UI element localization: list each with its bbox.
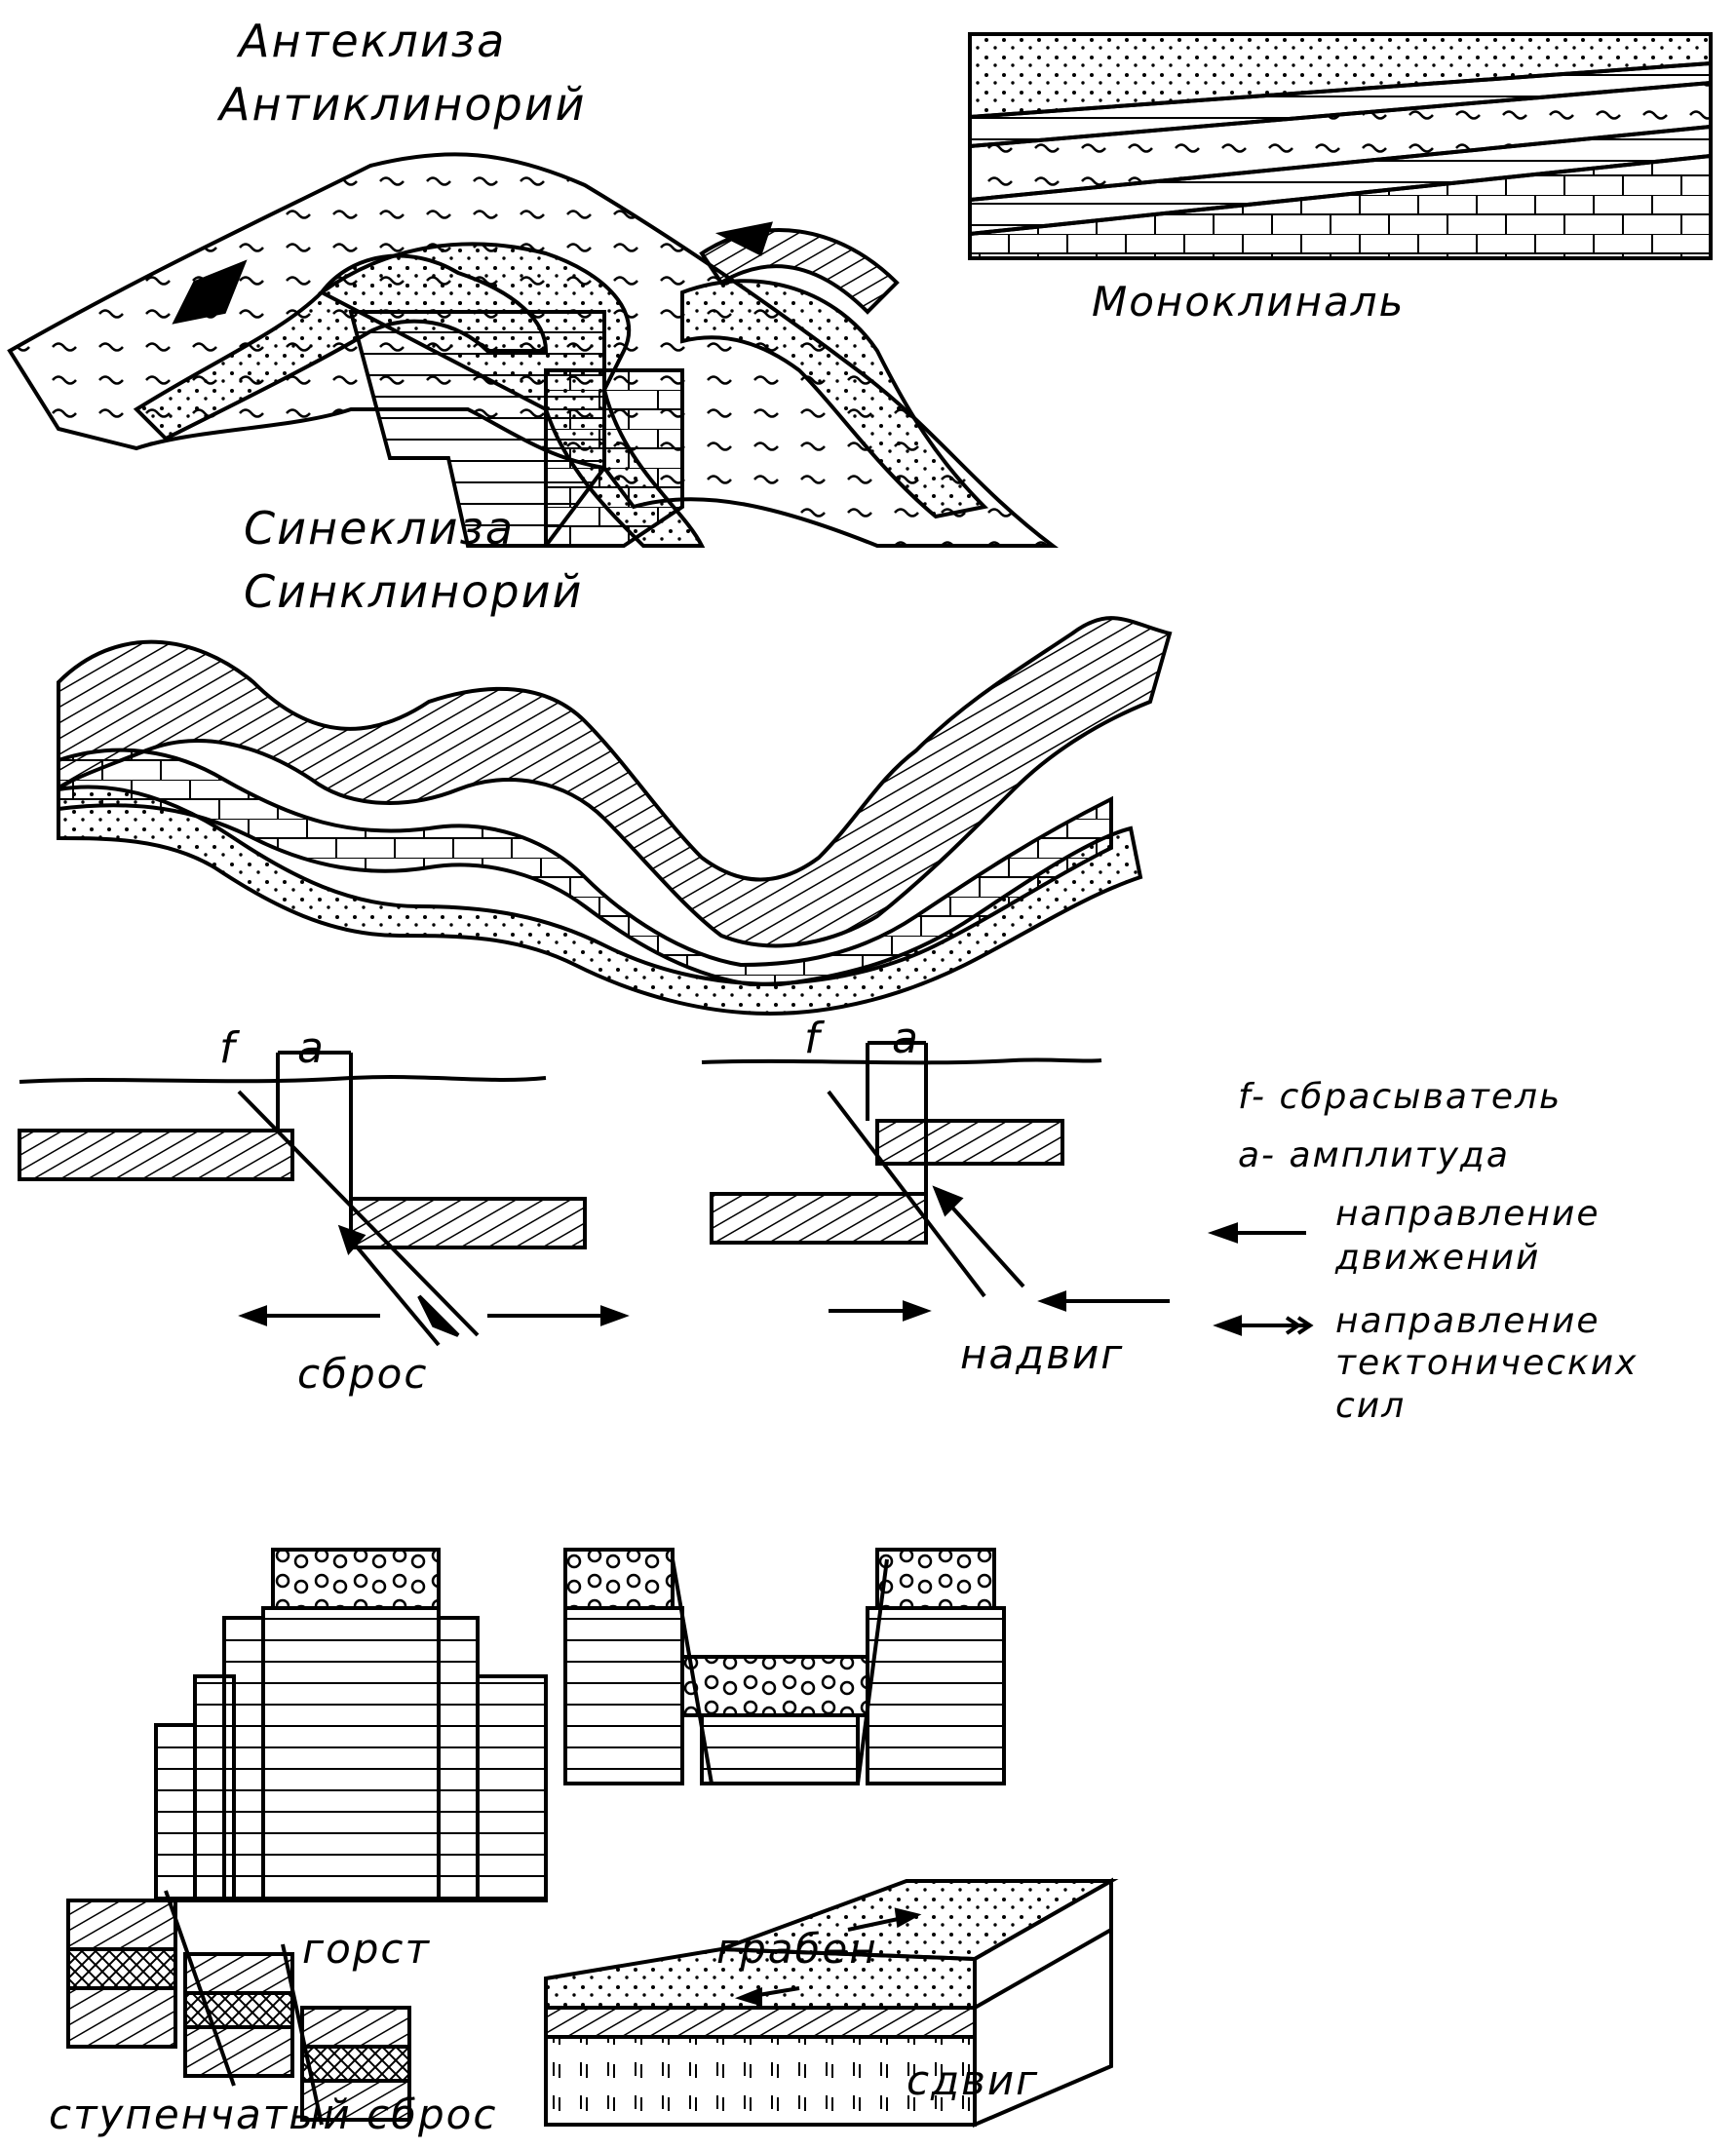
legend-forces-line3: сил — [1335, 1386, 1407, 1426]
syneclise-label: Синеклиза — [244, 502, 516, 555]
monocline-label: Моноклиналь — [1092, 278, 1406, 326]
legend-forces-line2: тектонических — [1335, 1343, 1639, 1383]
monocline-diagram — [968, 32, 1713, 260]
fault-f-symbol: f — [219, 1023, 237, 1073]
synclinorium-diagram — [57, 616, 1173, 1017]
anteclise-label: Антеклиза — [239, 15, 507, 67]
horst-label: горст — [302, 1925, 431, 1973]
thrust-a-symbol: a — [892, 1014, 920, 1063]
legend-f-desc: f- сбрасыватель — [1238, 1077, 1562, 1117]
graben-label: грабен — [716, 1925, 878, 1973]
normal-fault-label: сброс — [297, 1350, 429, 1398]
strike-slip-label: сдвиг — [907, 2056, 1040, 2104]
strike-slip-diagram — [544, 1877, 1119, 2129]
legend-movement-line1: направление — [1335, 1194, 1601, 1234]
legend-a-desc: a- амплитуда — [1238, 1135, 1510, 1175]
step-fault-diagram — [66, 1890, 411, 2126]
legend-movement-line2: движений — [1335, 1238, 1541, 1278]
graben-diagram — [563, 1548, 1006, 1785]
fault-a-symbol: a — [297, 1023, 326, 1073]
normal-fault-diagram — [18, 1051, 630, 1347]
anticlinorium-diagram — [7, 152, 1059, 548]
thrust-f-symbol: f — [804, 1014, 822, 1063]
legend-forces-line1: направление — [1335, 1301, 1601, 1341]
legend-arrows — [1207, 1222, 1314, 1336]
step-fault-label: ступенчатый сброс — [49, 2091, 498, 2138]
synclinorium-label: Синклинорий — [244, 565, 584, 618]
horst-diagram — [154, 1548, 548, 1902]
anticlinorium-label: Антиклинорий — [219, 78, 587, 131]
thrust-label: надвиг — [960, 1330, 1125, 1378]
thrust-diagram — [701, 1041, 1170, 1322]
